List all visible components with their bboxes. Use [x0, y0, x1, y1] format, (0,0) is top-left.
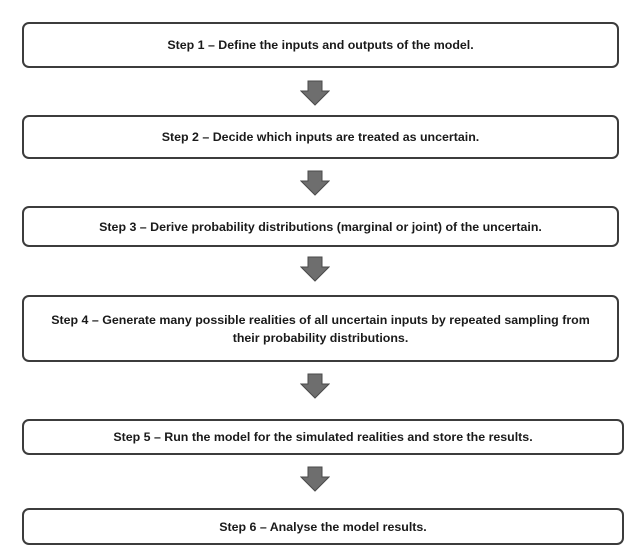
step-2-label: Step 2 – Decide which inputs are treated… [161, 130, 480, 144]
down-arrow-icon [300, 466, 330, 492]
down-arrow-icon [300, 170, 330, 196]
down-arrow-icon [300, 373, 330, 399]
step-2-box: Step 2 – Decide which inputs are treated… [22, 115, 619, 159]
step-6-label: Step 6 – Analyse the model results. [219, 519, 427, 534]
step-4-label: Step 4 – Generate many possible realitie… [51, 312, 590, 345]
step-5-box: Step 5 – Run the model for the simulated… [22, 419, 624, 455]
step-1-box: Step 1 – Define the inputs and outputs o… [22, 22, 619, 68]
step-3-box: Step 3 – Derive probability distribution… [22, 206, 619, 247]
step-4-box: Step 4 – Generate many possible realitie… [22, 295, 619, 362]
down-arrow-icon [300, 80, 330, 106]
step-6-box: Step 6 – Analyse the model results. [22, 508, 624, 545]
step-1-label: Step 1 – Define the inputs and outputs o… [167, 38, 474, 52]
down-arrow-icon [300, 256, 330, 282]
step-5-label: Step 5 – Run the model for the simulated… [113, 430, 533, 444]
step-3-label: Step 3 – Derive probability distribution… [99, 219, 542, 234]
